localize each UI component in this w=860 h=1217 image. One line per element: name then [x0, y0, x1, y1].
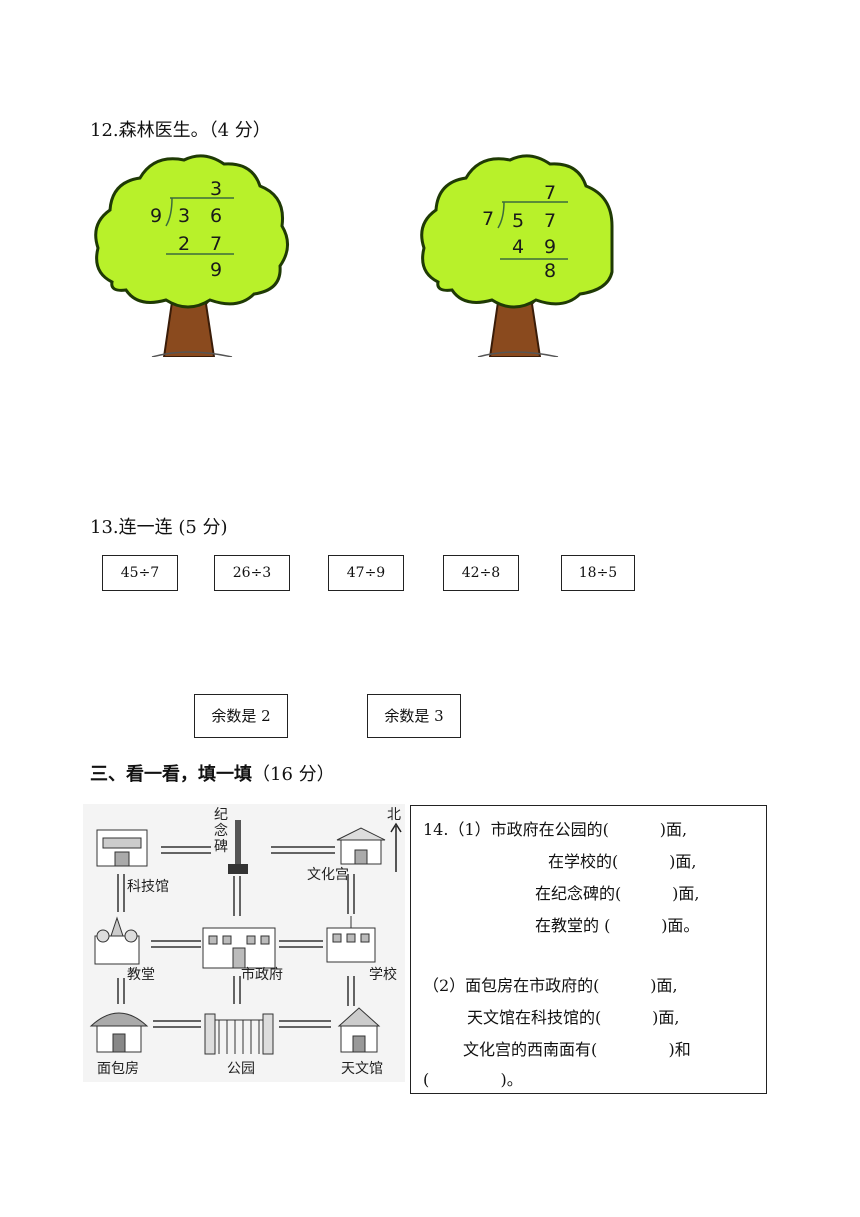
observatory-label: 天文馆 [341, 1061, 383, 1077]
quotient-digit: 7 [543, 182, 557, 204]
product-tens-digit: 4 [511, 236, 525, 258]
bakery-label: 面包房 [97, 1061, 139, 1077]
monument-label-3: 碑 [214, 839, 228, 855]
north-label: 北 [387, 807, 401, 823]
dividend-ones-digit: 7 [543, 210, 557, 232]
divisor-digit: 7 [481, 208, 495, 230]
monument-icon [228, 820, 248, 874]
q14-line: 在纪念碑的( )面, [535, 884, 700, 903]
product-ones-digit: 7 [209, 233, 223, 255]
section-title-text: 三、看一看，填一填 [90, 764, 252, 785]
tree-1: 3 9 3 6 2 7 9 [92, 152, 292, 357]
remainder-digit: 8 [543, 260, 557, 282]
quotient-digit: 3 [209, 178, 223, 200]
dividend-tens-digit: 3 [177, 205, 191, 227]
q12-title: 12.森林医生。（4 分） [90, 120, 271, 141]
tree-illustration [94, 154, 289, 357]
school-label: 学校 [369, 967, 397, 983]
tree-illustration [420, 154, 614, 357]
observatory-icon [337, 1007, 381, 1053]
north-arrow-icon [390, 822, 402, 872]
product-tens-digit: 2 [177, 233, 191, 255]
culture-palace-icon [336, 827, 386, 865]
expression-box[interactable]: 18÷5 [561, 555, 635, 591]
government-label: 市政府 [241, 967, 283, 983]
dividend-ones-digit: 6 [209, 205, 223, 227]
remainder-box[interactable]: 余数是 3 [367, 694, 461, 738]
q14-line: 在学校的( )面, [548, 852, 697, 871]
q14-line: 在教堂的 ( )面。 [535, 916, 700, 935]
science-museum-icon [96, 829, 148, 867]
q14-line: 14.（1）市政府在公园的( )面, [423, 820, 688, 839]
expression-box[interactable]: 42÷8 [443, 555, 519, 591]
q13-title: 13.连一连 (5 分) [90, 517, 228, 538]
school-icon [326, 916, 376, 963]
q14-line: 文化宫的西南面有( )和 [463, 1040, 691, 1059]
expression-box[interactable]: 45÷7 [102, 555, 178, 591]
expression-box[interactable]: 47÷9 [328, 555, 404, 591]
park-label: 公园 [227, 1061, 255, 1077]
government-icon [202, 927, 276, 969]
q14-line: （2）面包房在市政府的( )面, [423, 976, 678, 995]
remainder-box[interactable]: 余数是 2 [194, 694, 288, 738]
monument-label-1: 纪 [214, 807, 228, 823]
expression-box[interactable]: 26÷3 [214, 555, 290, 591]
map-roads [117, 846, 355, 1028]
q14-line: ( )。 [423, 1070, 523, 1089]
product-ones-digit: 9 [543, 236, 557, 258]
q14-line: 天文馆在科技馆的( )面, [467, 1008, 680, 1027]
park-gate-icon [204, 1013, 274, 1055]
dividend-tens-digit: 5 [511, 210, 525, 232]
section-points: （16 分） [252, 764, 335, 785]
church-label: 教堂 [127, 967, 155, 983]
science-museum-label: 科技馆 [127, 879, 169, 895]
divisor-digit: 9 [149, 205, 163, 227]
church-icon [94, 916, 140, 965]
q14-box: 14.（1）市政府在公园的( )面, 在学校的( )面, 在纪念碑的( )面, … [410, 805, 767, 1094]
tree-2: 7 7 5 7 4 9 8 [418, 152, 618, 357]
section-title: 三、看一看，填一填（16 分） [90, 760, 335, 786]
monument-label-2: 念 [214, 823, 228, 839]
map-figure: 北 纪 念 碑 科技馆 文化宫 教堂 市政府 学校 面包房 公园 天文馆 [83, 804, 405, 1082]
bakery-icon [89, 1012, 149, 1053]
remainder-digit: 9 [209, 259, 223, 281]
culture-palace-label: 文化宫 [307, 867, 349, 883]
